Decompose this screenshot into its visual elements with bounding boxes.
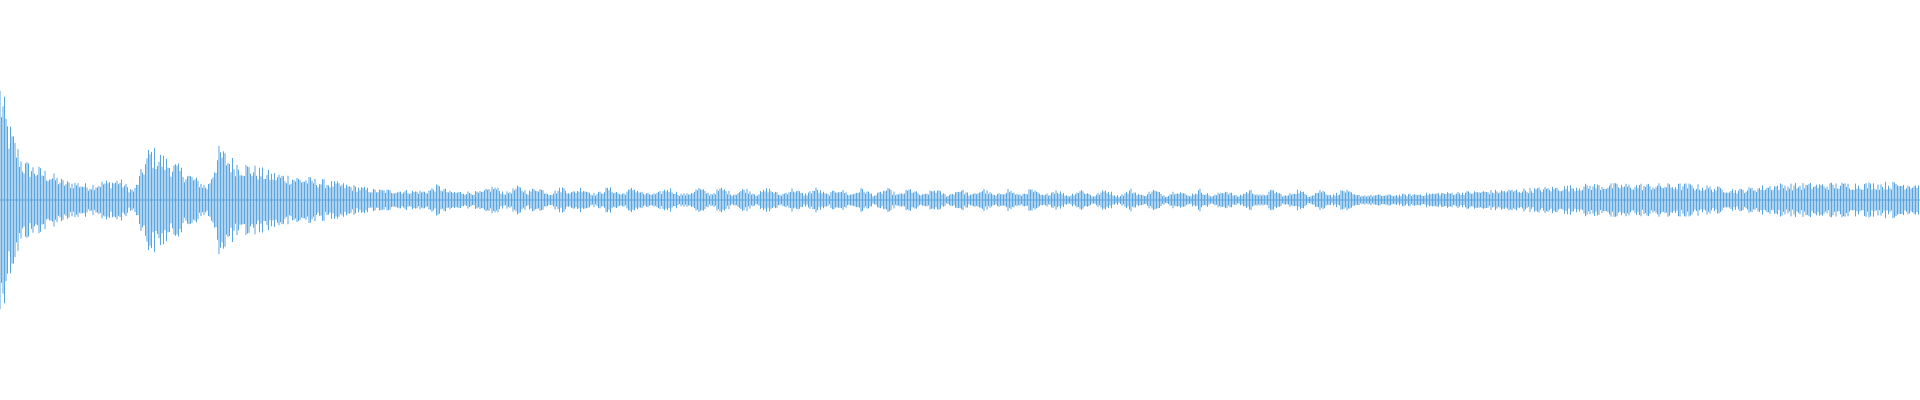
waveform-trace xyxy=(0,90,1919,310)
